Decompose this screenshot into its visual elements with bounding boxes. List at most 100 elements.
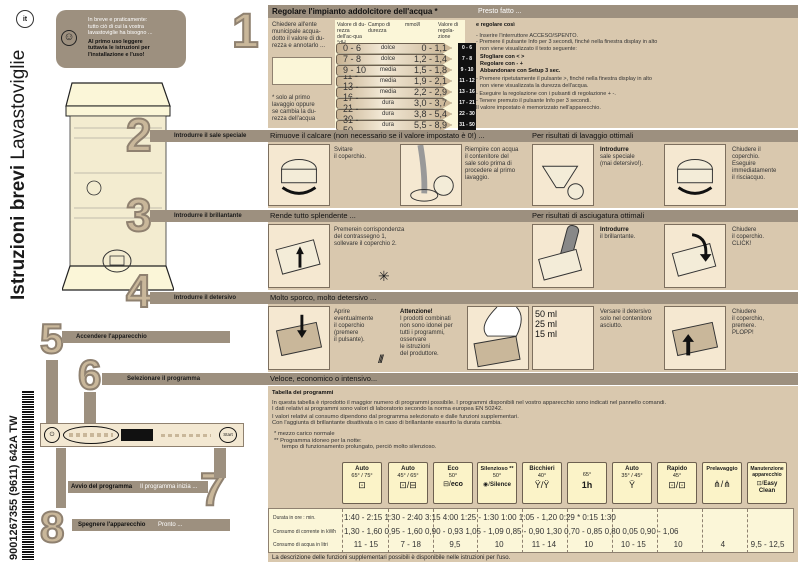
intro-text: In breve e praticamente: bbox=[88, 17, 148, 23]
step8-bar: Spegnere l'apparecchio Pronto ... bbox=[72, 519, 230, 531]
intro-bold: l'installazione e l'uso! bbox=[88, 51, 145, 58]
header-range: Campo di durezza bbox=[368, 22, 391, 34]
start-button[interactable]: Start bbox=[219, 427, 237, 443]
rinse-aid-fill-image bbox=[532, 224, 594, 288]
step4-bar-left: Molto sporco, molto detersivo ... bbox=[270, 293, 377, 302]
program-card-1h: 65°1h bbox=[567, 462, 607, 504]
power-button[interactable]: ⏻ bbox=[44, 427, 60, 443]
program-footer: La descrizione delle funzioni supplement… bbox=[272, 555, 511, 561]
auto-pot-icon: ⊡ bbox=[358, 480, 366, 490]
intro-bubble: ☺ In breve e praticamente: tutto ciò di … bbox=[56, 10, 186, 68]
program-data-table bbox=[268, 508, 794, 553]
rinse-aid-open-image bbox=[268, 224, 330, 288]
salt-funnel-image bbox=[532, 144, 594, 206]
step3-caption-1: Premerein corrispondenza del contrassegn… bbox=[334, 227, 405, 247]
step1-instructions: e regolare così - Inserire l'interruttor… bbox=[476, 22, 658, 111]
1h-icon: 1h bbox=[581, 479, 593, 490]
divider bbox=[567, 509, 568, 553]
rinse-aid-symbol-icon: ✳ bbox=[378, 268, 390, 284]
title-light: Lavastoviglie bbox=[8, 49, 29, 160]
step4-label: Introdurre il detersivo bbox=[174, 295, 237, 301]
divider bbox=[657, 509, 658, 553]
step1-title-bar: Regolare l'impianto addolcitore dell'acq… bbox=[268, 5, 798, 18]
divider bbox=[747, 509, 748, 553]
step4-caption-3: Versare il detersivo solo nel contenitor… bbox=[600, 309, 653, 329]
option-buttons[interactable] bbox=[161, 434, 211, 437]
salt-cap-unscrew-image bbox=[268, 144, 330, 206]
step1-subtitle: Presto fatto ... bbox=[478, 8, 522, 15]
divider bbox=[388, 509, 389, 553]
program-table-text: Tabella dei programmi In questa tabella … bbox=[272, 390, 792, 451]
intro-text: lavastoviglie ha bisogno ... bbox=[88, 30, 153, 36]
step1-title: Regolare l'impianto addolcitore dell'acq… bbox=[272, 7, 438, 16]
step2-caption-1: Svitare il coperchio. bbox=[334, 147, 367, 160]
step2-label: Introdurre il sale speciale bbox=[174, 133, 247, 139]
step3-bar: Introdurre il brillantante Rende tutto s… bbox=[150, 210, 798, 222]
step3-bar-left: Rende tutto splendente ... bbox=[270, 211, 356, 220]
step6-connector bbox=[84, 392, 96, 430]
program-buttons[interactable] bbox=[63, 426, 119, 444]
step2-bar-left: Rimuove il calcare (non necessario se il… bbox=[270, 131, 485, 140]
control-panel: ⏻ Start bbox=[40, 423, 244, 447]
header-setting: Valore di regola-zione bbox=[438, 22, 459, 40]
program-card-prewash: Prelavaggio⋔/⋔ bbox=[702, 462, 742, 504]
salt-fill-water-image bbox=[400, 144, 462, 206]
step7-label: Il programma inizia ... bbox=[140, 484, 198, 490]
step4-caption-4: Chiudere il coperchio, premere. PLOPP! bbox=[732, 309, 765, 336]
smiley-icon: ☺ bbox=[61, 30, 77, 46]
divider bbox=[342, 509, 343, 553]
step4-caption-2: Attenzione!I prodotti combinati non sono… bbox=[400, 309, 453, 357]
program-card-silent: Silenzioso **50°◉/Silence bbox=[477, 462, 517, 504]
document-title: Istruzioni brevi Lavastoviglie bbox=[8, 40, 30, 300]
rinse-aid-close-image bbox=[664, 224, 726, 288]
intro-text: tutto ciò di cui la vostra bbox=[88, 23, 144, 30]
step2-caption-4: Chiudere il coperchio. Eseguire immediat… bbox=[732, 147, 777, 181]
prewash-icon: ⋔/⋔ bbox=[713, 478, 731, 489]
barcode-text: 9001267355 (9611) 642A TW bbox=[8, 415, 20, 560]
water-row: Consumo di acqua in litri 11 - 15 7 - 18… bbox=[273, 540, 785, 549]
step5-label: Accendere l'apparecchio bbox=[76, 334, 147, 340]
divider bbox=[522, 509, 523, 553]
step2-bar: Introdurre il sale speciale Rimuove il c… bbox=[150, 130, 798, 142]
detergent-symbol-icon: /// bbox=[378, 352, 384, 366]
step8-label: Pronto ... bbox=[158, 522, 183, 528]
dose-50ml: 50 ml bbox=[535, 309, 558, 319]
divider bbox=[702, 509, 703, 553]
step7-bar: Avvio del programma Il programma inizia … bbox=[68, 481, 208, 493]
eco-icon: ⊟/eco bbox=[443, 481, 463, 488]
step-number-2: 2 bbox=[125, 109, 153, 161]
hardness-note-field[interactable] bbox=[272, 57, 332, 85]
step8-connector bbox=[56, 448, 66, 508]
divider bbox=[612, 509, 613, 553]
step-number-3: 3 bbox=[125, 189, 153, 241]
program-table-title: Tabella dei programmi bbox=[272, 390, 334, 396]
language-badge: it bbox=[16, 10, 34, 28]
glass-icon: Ÿ/Ÿ bbox=[534, 480, 550, 490]
detergent-close-image bbox=[664, 306, 726, 370]
header-mmol: mmol/l bbox=[405, 22, 421, 28]
quick-icon: ⊡/⊡ bbox=[668, 480, 686, 490]
dose-15ml: 15 ml bbox=[535, 329, 558, 339]
step8-label-bold: Spegnere l'apparecchio bbox=[78, 522, 146, 528]
barcode-bars bbox=[22, 390, 34, 560]
display-window bbox=[121, 429, 153, 441]
step2-bar-right: Per risultati di lavaggio ottimali bbox=[532, 131, 634, 140]
step4-caption-1: Aprire eventualmente il coperchio (preme… bbox=[334, 309, 374, 343]
dose-25ml: 25 ml bbox=[535, 319, 558, 329]
step6-label: Selezionare il programma bbox=[127, 376, 201, 382]
dishwasher-illustration bbox=[61, 78, 175, 293]
step-number-8: 8 bbox=[39, 503, 66, 552]
step-number-6: 6 bbox=[77, 351, 102, 398]
auto-pots-icon: ⊡/⊟ bbox=[399, 480, 417, 490]
